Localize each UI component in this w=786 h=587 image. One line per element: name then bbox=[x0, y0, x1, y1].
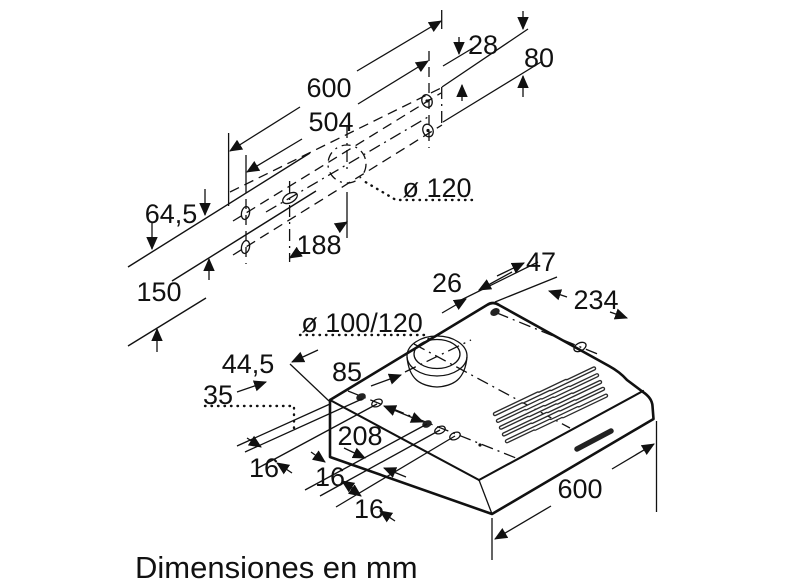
dim-label-16-a: 16 bbox=[249, 453, 279, 483]
dim-label-35: 35 bbox=[203, 380, 233, 410]
dim-label-504: 504 bbox=[308, 107, 353, 137]
dim-label-dia-100-120: ø 100/120 bbox=[301, 308, 423, 338]
dim-label-16-c: 16 bbox=[354, 494, 384, 524]
handle-bar bbox=[574, 428, 614, 452]
dim-label-600-top: 600 bbox=[306, 73, 351, 103]
dim-label-16-b: 16 bbox=[315, 462, 345, 492]
dim-label-234: 234 bbox=[573, 285, 618, 315]
vent-grille bbox=[492, 366, 609, 444]
dim-label-188: 188 bbox=[296, 230, 341, 260]
dim-label-64-5: 64,5 bbox=[145, 199, 198, 229]
caption-dimensions-unit: Dimensiones en mm bbox=[135, 550, 418, 585]
dim-label-26: 26 bbox=[432, 268, 462, 298]
mounting-template-drawing: 600 504 28 80 ø 120 64,5 150 188 bbox=[127, 10, 554, 352]
dim-label-28: 28 bbox=[468, 30, 498, 60]
dim-label-150: 150 bbox=[136, 277, 181, 307]
dim-label-85: 85 bbox=[332, 357, 362, 387]
dim-label-80: 80 bbox=[524, 43, 554, 73]
dim-label-dia-120: ø 120 bbox=[402, 173, 471, 203]
hood-body-drawing: 26 47 234 ø 100/120 44,5 85 35 208 16 16… bbox=[203, 247, 658, 560]
dim-label-600-bottom: 600 bbox=[557, 474, 602, 504]
dim-label-44-5: 44,5 bbox=[222, 349, 275, 379]
dim-label-47: 47 bbox=[526, 247, 556, 277]
dim-label-208: 208 bbox=[337, 421, 382, 451]
